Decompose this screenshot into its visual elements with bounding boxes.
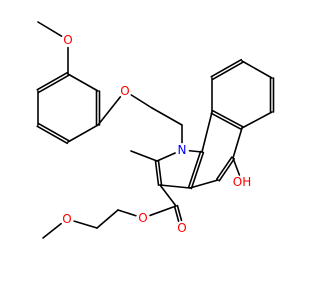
atom-label-o: O bbox=[177, 221, 186, 235]
double-bond-line bbox=[176, 204, 183, 222]
double-bond-line bbox=[211, 61, 244, 81]
single-bond-line bbox=[130, 94, 153, 109]
single-bond-line bbox=[156, 152, 176, 162]
double-bond-line bbox=[36, 125, 69, 145]
single-bond-line bbox=[159, 184, 177, 207]
double-bond-line bbox=[210, 112, 243, 131]
single-bond-line bbox=[159, 184, 191, 189]
single-bond-line bbox=[201, 111, 213, 153]
bond-layer bbox=[36, 21, 275, 239]
double-bond-line bbox=[210, 58, 243, 78]
single-bond-line bbox=[42, 222, 62, 239]
single-bond-line bbox=[189, 179, 219, 189]
double-bond-line bbox=[36, 71, 69, 91]
atom-label-layer: O O N OH O O O bbox=[62, 33, 251, 235]
single-bond-line bbox=[73, 220, 98, 229]
single-bond-line bbox=[67, 73, 99, 92]
single-bond-line bbox=[151, 107, 183, 126]
double-bond-line bbox=[190, 151, 205, 190]
atom-label-oh: OH bbox=[233, 175, 251, 189]
single-bond-line bbox=[232, 157, 241, 176]
double-bond-line bbox=[37, 74, 70, 94]
single-bond-line bbox=[67, 124, 99, 143]
single-bond-line bbox=[130, 150, 158, 162]
single-bond-line bbox=[149, 205, 177, 217]
double-bond-line bbox=[37, 122, 70, 142]
single-bond-line bbox=[117, 209, 137, 217]
double-bond-line bbox=[154, 160, 160, 186]
single-bond-line bbox=[96, 209, 119, 229]
atom-label-o: O bbox=[120, 84, 129, 98]
double-bond-line bbox=[173, 205, 180, 222]
atom-label-o: O bbox=[63, 33, 72, 47]
structure-canvas: O O N OH O O O bbox=[36, 21, 275, 239]
atom-label-n: N bbox=[178, 143, 187, 157]
atom-label-o: O bbox=[62, 212, 71, 226]
single-bond-line bbox=[188, 149, 203, 153]
double-bond-line bbox=[157, 160, 163, 186]
single-bond-line bbox=[37, 21, 63, 37]
double-bond-line bbox=[215, 156, 233, 180]
single-bond-line bbox=[97, 96, 122, 126]
single-bond-line bbox=[232, 127, 243, 159]
single-bond-line bbox=[241, 111, 273, 129]
atom-label-o: O bbox=[138, 211, 147, 225]
single-bond-line bbox=[241, 60, 273, 79]
double-bond-line bbox=[211, 109, 244, 128]
double-bond-line bbox=[218, 158, 236, 182]
double-bond-line bbox=[187, 150, 202, 189]
molecule-structure-diagram: O O N OH O O O bbox=[36, 21, 275, 239]
